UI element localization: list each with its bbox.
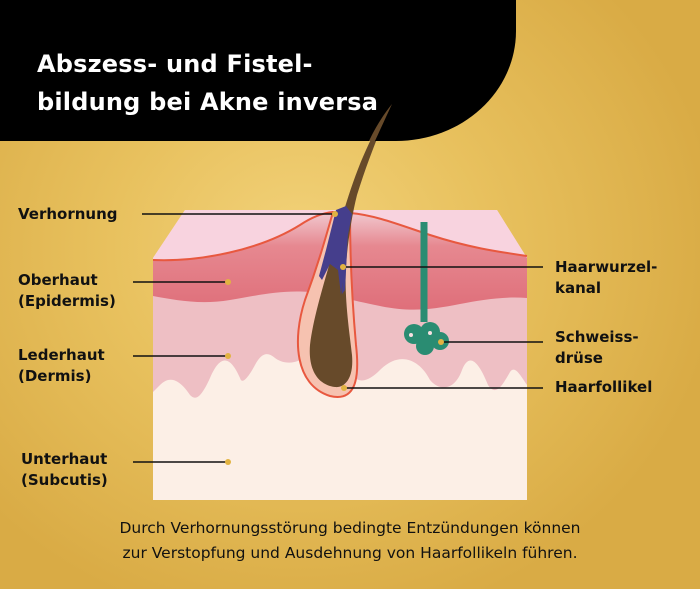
- label-text-secondary: (Dermis): [18, 367, 92, 385]
- keratin-plug: [319, 206, 352, 295]
- caption-line-2: zur Verstopfung und Ausdehnung von Haarf…: [122, 544, 578, 562]
- title-banner: Abszess- und Fistel- bildung bei Akne in…: [0, 0, 516, 141]
- label-text: Oberhaut: [18, 271, 98, 289]
- hair-shaft: [309, 104, 392, 388]
- caption: Durch Verhornungsstörung bedingte Entzün…: [0, 516, 700, 566]
- label-text: Haarwurzel-: [555, 258, 658, 276]
- sweat-gland-coil: [404, 322, 449, 355]
- label-haarwurzelkanal: Haarwurzel- kanal: [555, 257, 657, 299]
- label-text: Unterhaut: [21, 450, 108, 468]
- label-text: Haarfollikel: [555, 378, 653, 396]
- label-text: Schweiss-: [555, 328, 639, 346]
- label-text-secondary: (Subcutis): [21, 471, 108, 489]
- label-haarfollikel: Haarfollikel: [555, 377, 652, 398]
- label-text: Lederhaut: [18, 346, 105, 364]
- marker-dots: [225, 211, 444, 465]
- title-line-1: Abszess- und Fistel-: [37, 50, 313, 78]
- label-text: Verhornung: [18, 205, 118, 223]
- caption-line-1: Durch Verhornungsstörung bedingte Entzün…: [119, 519, 581, 537]
- label-schweissdruese: Schweiss- drüse: [555, 327, 639, 369]
- label-lederhaut: Lederhaut (Dermis): [18, 345, 105, 387]
- label-unterhaut: Unterhaut (Subcutis): [21, 449, 108, 491]
- title-line-2: bildung bei Akne inversa: [37, 88, 379, 116]
- label-text-secondary: (Epidermis): [18, 292, 116, 310]
- label-verhornung: Verhornung: [18, 204, 118, 225]
- label-oberhaut: Oberhaut (Epidermis): [18, 270, 116, 312]
- page-title: Abszess- und Fistel- bildung bei Akne in…: [37, 45, 378, 121]
- leader-lines: [133, 213, 543, 463]
- label-text-secondary: kanal: [555, 279, 602, 297]
- label-text-secondary: drüse: [555, 349, 603, 367]
